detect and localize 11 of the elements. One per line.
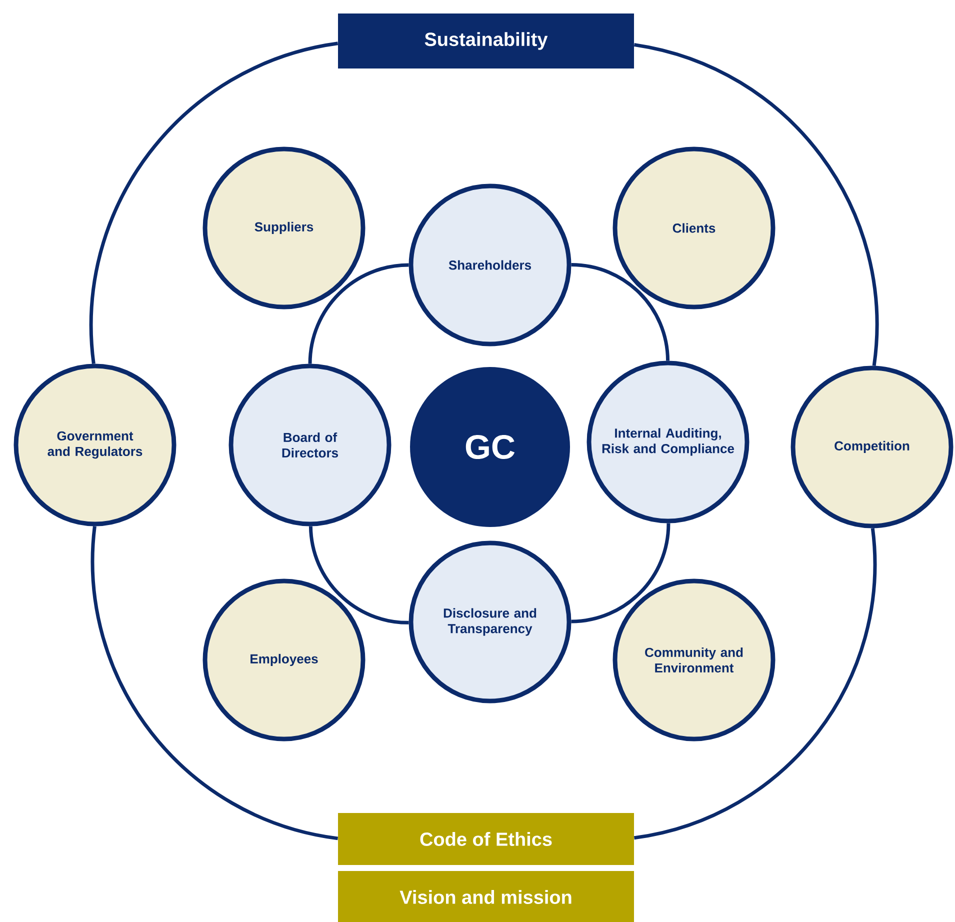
ring-arc [634,43,879,366]
ring-arc [571,263,670,361]
ring-arc [308,263,409,364]
ring-arc [308,526,409,624]
ring-arc [89,42,338,364]
ring-arc [90,526,338,840]
ring-arc [634,528,877,840]
banner-box: Vision and mission [338,871,634,922]
ring-arc [571,523,670,624]
banner-box: Code of Ethics [338,813,634,865]
banner-box: Sustainability [338,14,634,68]
